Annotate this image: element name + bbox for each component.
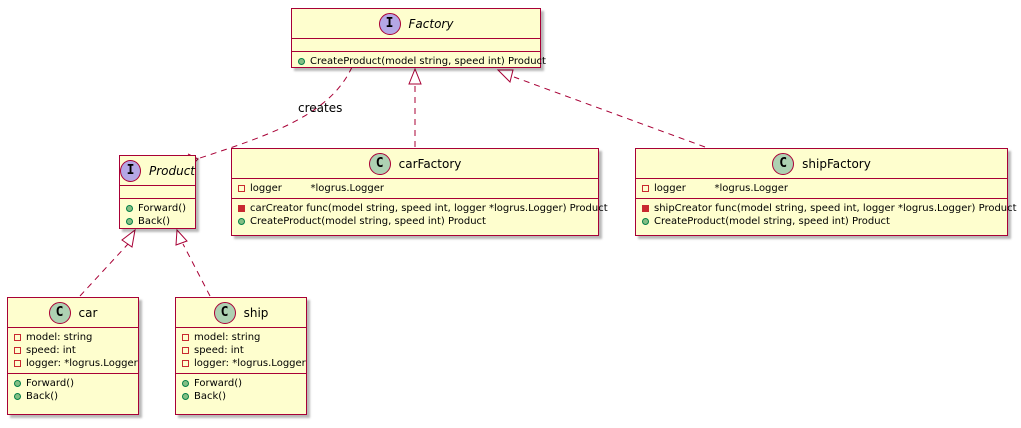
private-field-icon	[14, 347, 21, 354]
method-label: Forward()	[138, 203, 187, 214]
field-label: logger: *logrus.Logger	[26, 358, 138, 369]
realization-arrowhead-car	[121, 228, 136, 248]
methods-section: Forward() Back()	[120, 199, 195, 231]
method-label: Forward()	[26, 378, 75, 389]
field-label: speed: int	[26, 345, 76, 356]
public-method-icon	[14, 393, 21, 400]
fields-section	[120, 186, 195, 199]
private-field-icon	[642, 185, 649, 192]
method-label: Forward()	[194, 378, 243, 389]
edge-car-realizes-product	[79, 243, 129, 297]
fields-section: logger *logrus.Logger	[636, 179, 1007, 199]
field-label: speed: int	[194, 345, 244, 356]
class-car[interactable]: C car model: string speed: int logger: *…	[7, 297, 139, 415]
field-label: model: string	[194, 332, 261, 343]
private-field-icon	[182, 360, 189, 367]
private-field-icon	[182, 334, 189, 341]
edge-label-creates: creates	[298, 101, 343, 115]
method-label: Back()	[194, 391, 227, 402]
public-method-icon	[126, 205, 133, 212]
field-label: logger *logrus.Logger	[250, 183, 385, 194]
edge-creates-dependency	[199, 66, 353, 159]
class-name-product: Product	[148, 163, 195, 178]
class-badge-icon: C	[213, 301, 236, 324]
fields-section: model: string speed: int logger: *logrus…	[8, 328, 138, 374]
methods-section: shipCreator func(model string, speed int…	[636, 199, 1017, 231]
realization-arrowhead-ship	[175, 228, 188, 246]
method-label: carCreator func(model string, speed int,…	[250, 203, 608, 214]
class-name-factory: Factory	[408, 16, 454, 31]
public-method-icon	[642, 218, 649, 225]
method-label: CreateProduct(model string, speed int) P…	[654, 216, 890, 227]
edge-ship-realizes-product	[182, 243, 211, 297]
methods-section: carCreator func(model string, speed int,…	[232, 199, 608, 231]
fields-section: model: string speed: int logger: *logrus…	[176, 328, 306, 374]
class-ship[interactable]: C ship model: string speed: int logger: …	[175, 297, 307, 415]
private-field-icon	[238, 185, 245, 192]
public-method-icon	[14, 380, 21, 387]
method-label: CreateProduct(model string, speed int) P…	[250, 216, 486, 227]
private-field-icon	[182, 347, 189, 354]
methods-section: CreateProduct(model string, speed int) P…	[292, 52, 546, 71]
edge-shipfactory-realizes-factory	[513, 76, 706, 148]
fields-section: logger *logrus.Logger	[232, 179, 598, 199]
class-product[interactable]: I Product Forward() Back()	[119, 155, 196, 229]
public-method-icon	[238, 218, 245, 225]
private-field-icon	[14, 360, 21, 367]
method-label: CreateProduct(model string, speed int) P…	[310, 56, 546, 67]
field-label: logger *logrus.Logger	[654, 183, 789, 194]
methods-section: Forward() Back()	[176, 374, 306, 406]
field-label: model: string	[26, 332, 93, 343]
methods-section: Forward() Back()	[8, 374, 138, 406]
class-carfactory[interactable]: C carFactory logger *logrus.Logger carCr…	[231, 148, 608, 236]
class-name-shipfactory: shipFactory	[802, 156, 871, 171]
public-method-icon	[182, 380, 189, 387]
method-label: Back()	[26, 391, 59, 402]
private-method-icon	[642, 205, 649, 212]
public-method-icon	[182, 393, 189, 400]
class-factory[interactable]: I Factory CreateProduct(model string, sp…	[291, 8, 546, 71]
realization-arrowhead-carfactory	[408, 67, 422, 85]
class-name-carfactory: carFactory	[398, 156, 462, 171]
private-method-icon	[238, 205, 245, 212]
interface-badge-icon: I	[120, 159, 141, 182]
realization-arrowhead-shipfactory	[496, 69, 514, 83]
field-label: logger: *logrus.Logger	[194, 358, 306, 369]
public-method-icon	[126, 218, 133, 225]
method-label: shipCreator func(model string, speed int…	[654, 203, 1017, 214]
class-badge-icon: C	[368, 152, 391, 175]
private-field-icon	[14, 334, 21, 341]
class-badge-icon: C	[772, 152, 795, 175]
method-label: Back()	[138, 216, 171, 227]
interface-badge-icon: I	[378, 12, 401, 35]
fields-section	[292, 39, 540, 52]
class-name-car: car	[78, 305, 98, 320]
class-name-ship: ship	[243, 305, 269, 320]
class-badge-icon: C	[48, 301, 71, 324]
class-shipfactory[interactable]: C shipFactory logger *logrus.Logger ship…	[635, 148, 1017, 236]
public-method-icon	[298, 58, 305, 65]
